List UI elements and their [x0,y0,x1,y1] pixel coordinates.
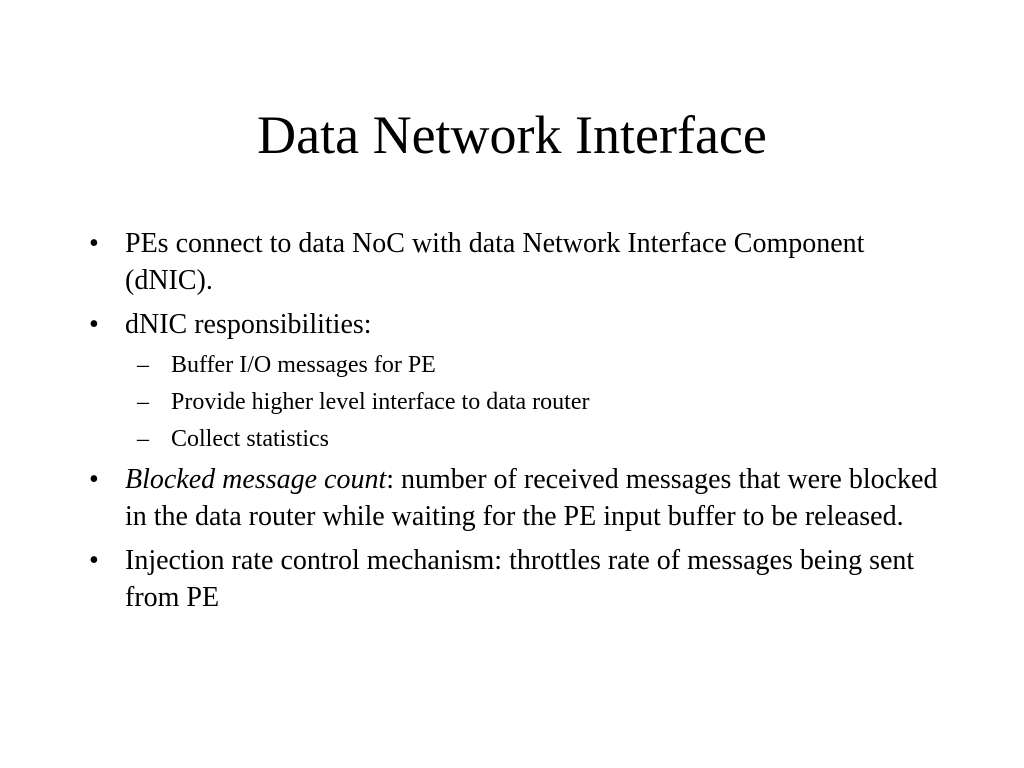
bullet-marker: • [89,309,99,340]
sub-bullet-text: Collect statistics [171,426,329,452]
sub-bullet-text: Buffer I/O messages for PE [171,352,436,378]
sub-bullet-text: Provide higher level interface to data r… [171,389,590,415]
bullet-italic-term: Blocked message count [125,464,387,495]
bullet-item: • dNIC responsibilities: [0,306,1024,343]
sub-bullet-marker: – [137,389,149,415]
bullet-marker: • [89,228,99,259]
bullet-text: : number of received messages that were … [125,464,938,532]
sub-bullet-list: – Buffer I/O messages for PE – Provide h… [0,350,1024,455]
sub-bullet-marker: – [137,426,149,452]
sub-bullet-item: – Collect statistics [0,424,1024,455]
bullet-marker: • [89,464,99,495]
slide-title: Data Network Interface [257,105,767,165]
bullet-item: • PEs connect to data NoC with data Netw… [0,225,1024,299]
bullet-list: • PEs connect to data NoC with data Netw… [0,225,1024,623]
bullet-marker: • [89,545,99,576]
bullet-item: • Blocked message count: number of recei… [0,461,1024,535]
sub-bullet-item: – Provide higher level interface to data… [0,387,1024,418]
bullet-text: Injection rate control mechanism: thrott… [125,545,915,613]
bullet-item: • Injection rate control mechanism: thro… [0,542,1024,616]
sub-bullet-item: – Buffer I/O messages for PE [0,350,1024,381]
bullet-text: dNIC responsibilities: [125,309,372,340]
bullet-text: PEs connect to data NoC with data Networ… [125,228,865,296]
sub-bullet-marker: – [137,352,149,378]
